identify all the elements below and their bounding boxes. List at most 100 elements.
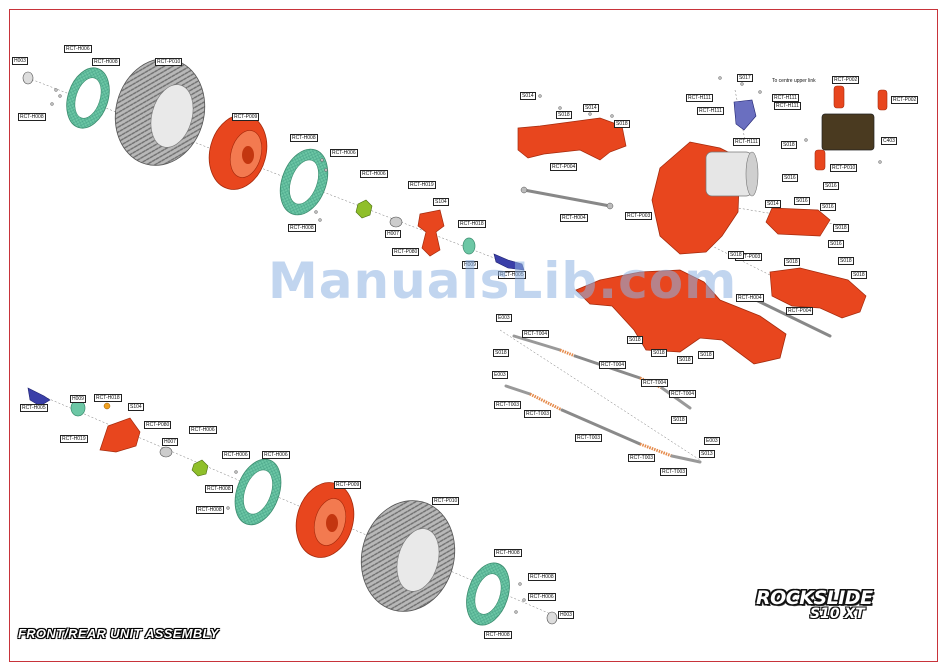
part-label: RCT-H006 xyxy=(360,170,388,178)
part-label: S018 xyxy=(728,251,744,259)
link-bracket-icon xyxy=(733,99,757,131)
gearbox-group xyxy=(651,85,888,338)
part-label: RCT-T003 xyxy=(524,410,552,418)
skid-plate xyxy=(765,207,831,237)
part-label: RCT-T003 xyxy=(494,401,522,409)
part-label: RCT-H005 xyxy=(20,404,48,412)
part-label: RCT-T003 xyxy=(660,468,688,476)
part-label: RCT-H008 xyxy=(92,58,120,66)
beadlock-ring-outer xyxy=(66,67,110,129)
beadlock-ring-inner xyxy=(279,148,329,216)
part-label: E003 xyxy=(496,314,512,322)
part-label: RCT-H008 xyxy=(528,573,556,581)
part-label: S018 xyxy=(614,120,630,128)
part-label: RCT-H006 xyxy=(64,45,92,53)
upper-link-note: To centre upper link xyxy=(772,78,816,84)
upper-link-group xyxy=(517,117,627,210)
part-label: S018 xyxy=(784,258,800,266)
part-label: S016 xyxy=(794,197,810,205)
part-label: RCT-H006 xyxy=(528,593,556,601)
part-label: RCT-P002 xyxy=(832,76,860,84)
page-frame xyxy=(9,9,938,662)
motor-icon xyxy=(705,151,753,197)
driveshafts xyxy=(504,334,702,464)
part-label: S018 xyxy=(698,351,714,359)
link-mount-bottom xyxy=(769,267,867,319)
bottom-wheel-assembly xyxy=(27,387,558,626)
part-label: S018 xyxy=(851,271,867,279)
part-label: RCT-H008 xyxy=(494,549,522,557)
part-label: S017 xyxy=(737,74,753,82)
part-label: H007 xyxy=(385,230,401,238)
part-label: H003 xyxy=(558,611,574,619)
steering-knuckle-bottom xyxy=(99,417,141,453)
part-label: H009 xyxy=(462,261,478,269)
part-label: RCT-P010 xyxy=(830,164,858,172)
servo-icon xyxy=(821,113,875,151)
part-label: RCT-H008 xyxy=(290,134,318,142)
part-label: RCT-H008 xyxy=(18,113,46,121)
part-label: RCT-P009 xyxy=(334,481,362,489)
part-label: S016 xyxy=(820,203,836,211)
part-label: S014 xyxy=(765,200,781,208)
part-label: S018 xyxy=(833,224,849,232)
part-label: C403 xyxy=(881,137,897,145)
screws xyxy=(50,76,882,614)
part-label: S018 xyxy=(677,356,693,364)
axle-housing-group xyxy=(575,269,787,365)
part-label: S016 xyxy=(782,174,798,182)
part-label: RCT-H019 xyxy=(408,181,436,189)
part-label: S014 xyxy=(520,92,536,100)
tire-bottom xyxy=(360,500,456,612)
link-rod-top xyxy=(522,188,612,208)
part-label: H007 xyxy=(162,438,178,446)
part-label: RCT-T004 xyxy=(641,379,669,387)
logo-line-2: S10 XT xyxy=(810,606,865,622)
part-label: S016 xyxy=(828,240,844,248)
part-label: RCT-H111 xyxy=(697,107,724,115)
part-label: S018 xyxy=(493,349,509,357)
steering-knuckle xyxy=(417,209,445,257)
watermark: ManualsLib.com xyxy=(268,252,738,310)
part-label: RCT-H004 xyxy=(736,294,764,302)
part-label: RCT-H006 xyxy=(222,451,250,459)
part-label: RCT-H018 xyxy=(458,220,486,228)
washer-icon xyxy=(389,216,403,228)
axle-shaft-icon xyxy=(493,253,525,271)
part-label: RCT-H019 xyxy=(60,435,88,443)
beadlock-ring-bottom-outer xyxy=(466,562,510,626)
part-label: RCT-H111 xyxy=(772,94,799,102)
hex-adapter-icon xyxy=(355,199,373,219)
brand-logo: ROCKSLIDE S10 XT xyxy=(752,587,917,627)
part-label: RCT-P004 xyxy=(550,163,578,171)
part-label: RCT-P080 xyxy=(392,248,420,256)
part-label: RCT-H006 xyxy=(189,426,217,434)
part-label: RCT-H008 xyxy=(288,224,316,232)
hub-nut-icon xyxy=(22,71,34,85)
part-label: RCT-H008 xyxy=(205,485,233,493)
part-label: RCT-H004 xyxy=(560,214,588,222)
part-label: RCT-P010 xyxy=(155,58,183,66)
part-label: RCT-H005 xyxy=(498,271,526,279)
part-label: S014 xyxy=(583,104,599,112)
part-label: RCT-H018 xyxy=(94,394,122,402)
part-label: RCT-H008 xyxy=(196,506,224,514)
part-label: RCT-H111 xyxy=(733,138,760,146)
axle-housing xyxy=(575,269,787,365)
part-label: RCT-H008 xyxy=(484,631,512,639)
part-label: S013 xyxy=(699,450,715,458)
part-label: RCT-H006 xyxy=(262,451,290,459)
part-label: H009 xyxy=(70,395,86,403)
bearing-ring-icon xyxy=(462,237,476,255)
part-label: RCT-H111 xyxy=(686,94,713,102)
part-label: RCT-T004 xyxy=(599,361,627,369)
part-label: RCT-H006 xyxy=(330,149,358,157)
part-label: RCT-T004 xyxy=(669,390,697,398)
part-label: S018 xyxy=(838,257,854,265)
part-label: RCT-P080 xyxy=(144,421,172,429)
part-label: RCT-P010 xyxy=(432,497,460,505)
part-label: S016 xyxy=(823,182,839,190)
part-label: RCT-P004 xyxy=(786,307,814,315)
part-label: S018 xyxy=(671,416,687,424)
